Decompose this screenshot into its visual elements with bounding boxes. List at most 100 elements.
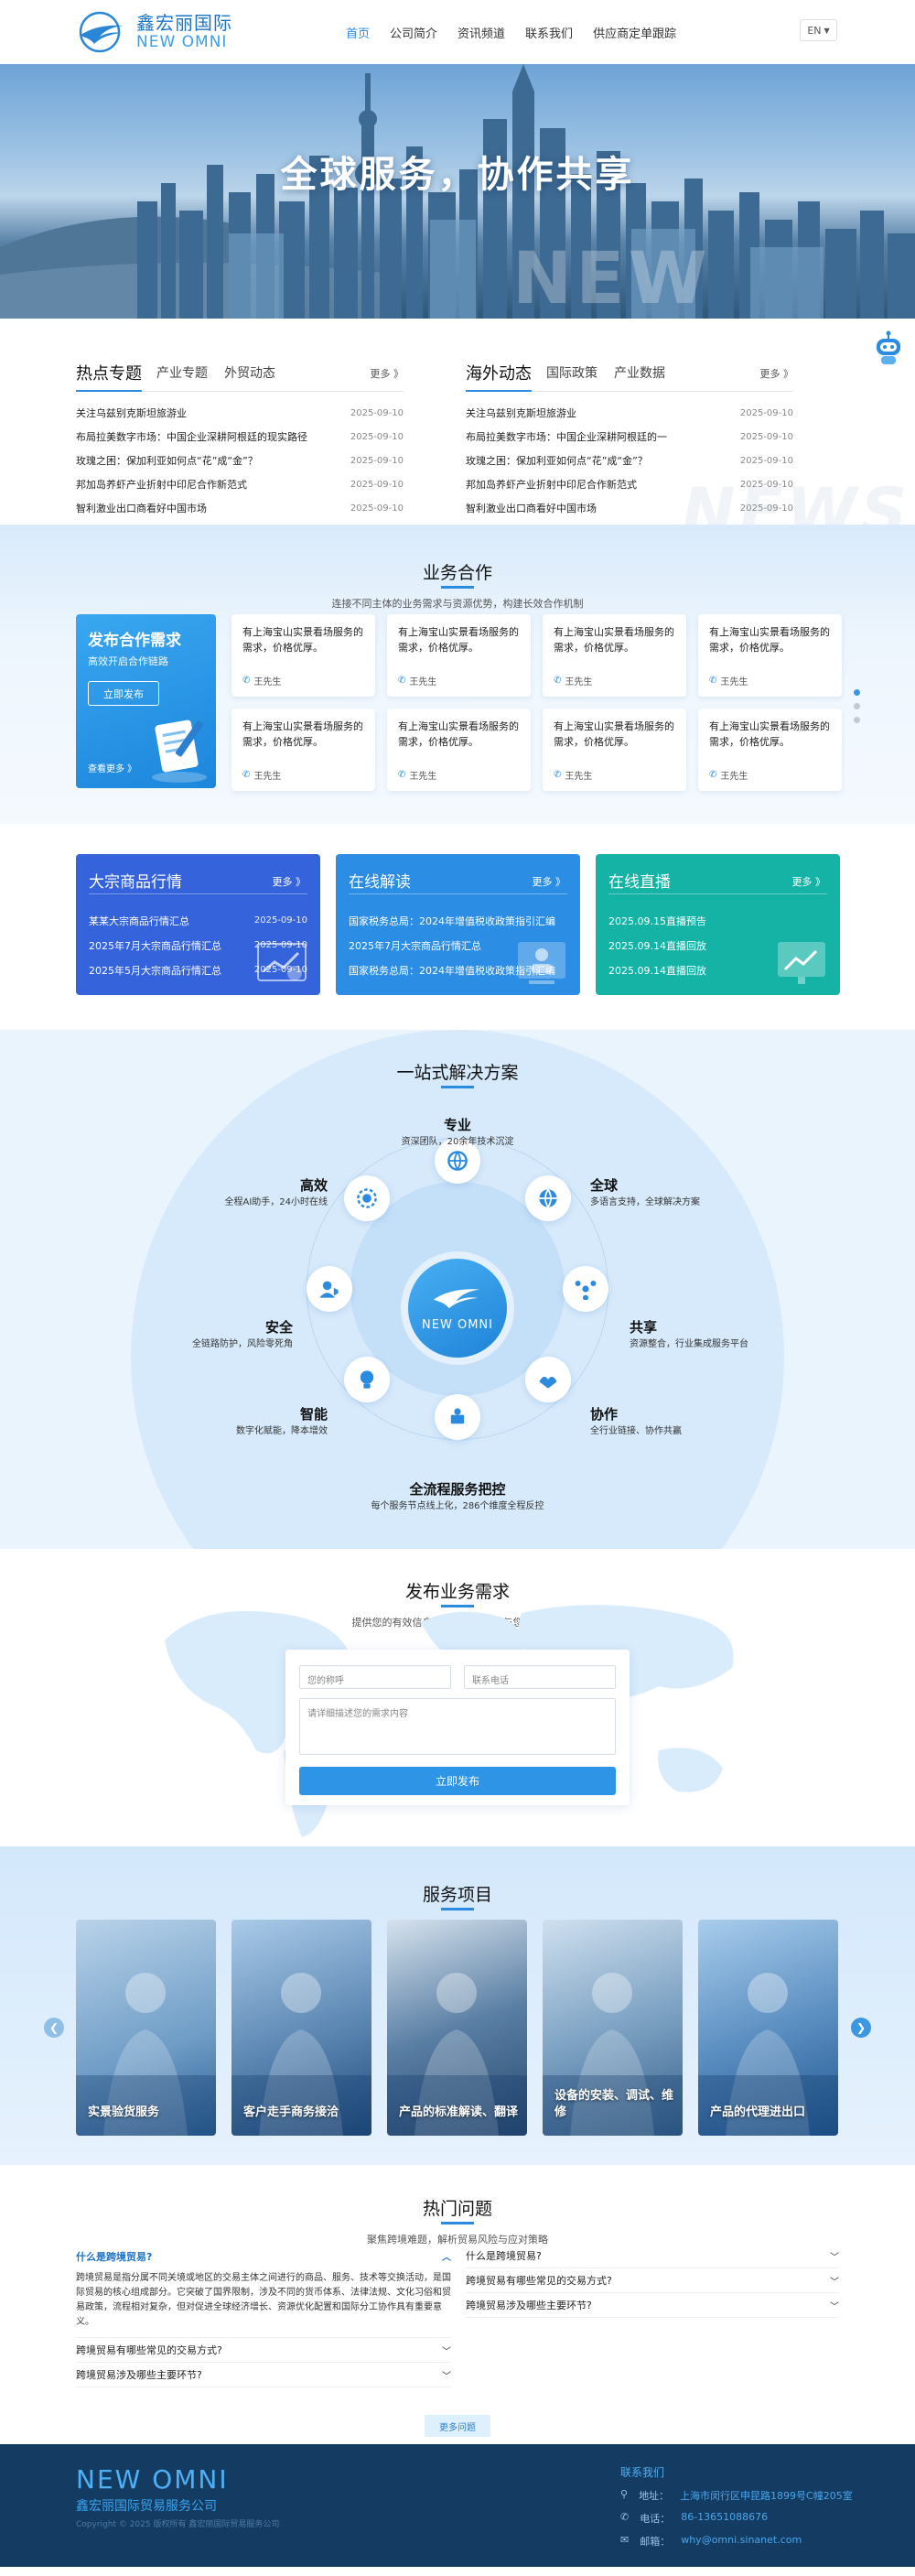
service-card[interactable]: 设备的安装、调试、维修 [543, 1920, 683, 2136]
faq-question[interactable]: 跨境贸易有哪些常见的交易方式?﹀ [466, 2268, 839, 2293]
robot-assistant-icon[interactable] [873, 330, 904, 366]
contact-name: 王先生 [409, 677, 437, 687]
demand-card[interactable]: 有上海宝山实景看场服务的需求，价格优厚。✆王先生 [543, 709, 686, 791]
next-arrow-icon[interactable]: ❯ [851, 2018, 871, 2038]
language-switch[interactable]: EN ▼ [800, 19, 837, 41]
market-item[interactable]: 2025.09.14直播回放 [608, 958, 827, 982]
tab-trade-news[interactable]: 外贸动态 [224, 366, 275, 381]
logo[interactable]: 鑫宏丽国际 NEW OMNI [76, 11, 232, 53]
language-label: EN [807, 24, 822, 37]
pager-dot[interactable] [854, 689, 860, 696]
solution-node[interactable] [344, 1175, 390, 1221]
solution-node[interactable] [524, 1175, 571, 1221]
demand-card-contact: ✆王先生 [398, 768, 436, 782]
nav-order-tracking[interactable]: 供应商定单跟踪 [593, 27, 677, 41]
description-textarea[interactable]: 请详细描述您的需求内容 [299, 1698, 616, 1755]
market-more-link[interactable]: 更多 》 [532, 876, 566, 888]
section-title: 业务合作 [0, 525, 915, 589]
name-input[interactable]: 您的称呼 [299, 1665, 451, 1689]
solution-label-title: 全球 [590, 1177, 619, 1194]
news-item[interactable]: 玫瑰之困：保加利亚如何点“花”成“金”？2025-09-10 [466, 449, 793, 472]
service-card[interactable]: 产品的代理进出口 [698, 1920, 838, 2136]
contact-name: 王先生 [565, 772, 593, 782]
faq-question[interactable]: 什么是跨境贸易?︿ [76, 2244, 451, 2268]
solution-node[interactable] [563, 1266, 608, 1312]
pager-dot[interactable] [854, 717, 860, 723]
tab-industry-data[interactable]: 产业数据 [614, 366, 665, 381]
news-left-more-link[interactable]: 更多 》 [370, 368, 404, 380]
faq-question-text: 什么是跨境贸易? [76, 2250, 153, 2263]
more-questions-button[interactable]: 更多问题 [425, 2415, 490, 2437]
tab-hot-topics[interactable]: 热点专题 [76, 361, 142, 392]
pager-dot[interactable] [854, 703, 860, 709]
demand-card[interactable]: 有上海宝山实景看场服务的需求，价格优厚。✆王先生 [231, 709, 375, 791]
service-card[interactable]: 产品的标准解读、翻译 [387, 1920, 527, 2136]
logo-mark-icon [79, 11, 124, 53]
nav-contact[interactable]: 联系我们 [525, 27, 574, 41]
demand-card[interactable]: 有上海宝山实景看场服务的需求，价格优厚。✆王先生 [698, 614, 842, 697]
news-right-more-link[interactable]: 更多 》 [759, 368, 794, 380]
faq-question[interactable]: 什么是跨境贸易?﹀ [466, 2244, 839, 2268]
tab-overseas-news[interactable]: 海外动态 [466, 361, 532, 392]
market-item[interactable]: 国家税务总局：2024年增值税收政策指引汇编 [349, 958, 567, 982]
news-item-title: 玫瑰之困：保加利亚如何点“花”成“金”？ [76, 455, 258, 467]
solution-node[interactable] [435, 1394, 480, 1440]
nav-home[interactable]: 首页 [346, 27, 371, 41]
service-card[interactable]: 客户走手商务接洽 [231, 1920, 371, 2136]
faq-question[interactable]: 跨境贸易涉及哪些主要环节?﹀ [466, 2293, 839, 2318]
solution-node[interactable] [344, 1356, 390, 1402]
publish-now-button[interactable]: 立即发布 [88, 681, 159, 706]
market-item-title: 2025年7月大宗商品行情汇总 [89, 939, 221, 952]
solution-node[interactable] [524, 1356, 571, 1402]
footer-email[interactable]: ✉邮箱：why@omni.sinanet.com [620, 2534, 802, 2548]
service-card-label: 实景验货服务 [88, 2105, 160, 2119]
demand-card-text: 有上海宝山实景看场服务的需求，价格优厚。 [242, 626, 363, 654]
demand-card[interactable]: 有上海宝山实景看场服务的需求，价格优厚。✆王先生 [231, 614, 375, 697]
solution-node[interactable] [435, 1138, 480, 1184]
service-card-label: 设备的安装、调试、维修 [554, 2089, 674, 2119]
demand-card[interactable]: 有上海宝山实景看场服务的需求，价格优厚。✆王先生 [387, 614, 531, 697]
faq-question[interactable]: 跨境贸易涉及哪些主要环节?﹀ [76, 2363, 451, 2387]
footer-brand-cn: 鑫宏丽国际贸易服务公司 [76, 2499, 217, 2514]
prev-arrow-icon[interactable]: ❮ [44, 2018, 64, 2038]
service-card[interactable]: 实景验货服务 [76, 1920, 216, 2136]
news-watermark: NEWS [682, 474, 911, 525]
solution-section: 一站式解决方案 从需求深度沟通、方案、物流、交付等，为您提供一站式定制解决方案 … [0, 1030, 915, 1549]
phone-input[interactable]: 联系电话 [464, 1665, 616, 1689]
market-item[interactable]: 2025年7月大宗商品行情汇总 [349, 933, 567, 958]
view-more-link[interactable]: 查看更多 》 [88, 764, 137, 774]
market-more-link[interactable]: 更多 》 [791, 876, 826, 888]
faq-question-text: 跨境贸易涉及哪些主要环节? [76, 2369, 202, 2381]
tab-industry-topics[interactable]: 产业专题 [156, 366, 208, 381]
location-icon: ⚲ [620, 2488, 629, 2500]
nav-about[interactable]: 公司简介 [390, 27, 438, 41]
solution-label: 全流程服务把控每个服务节点线上化，286个维度全程反控 [366, 1483, 549, 1513]
solution-node[interactable] [307, 1266, 352, 1312]
tab-intl-policy[interactable]: 国际政策 [546, 366, 597, 381]
market-item[interactable]: 2025.09.15直播预告 [608, 908, 827, 933]
faq-question[interactable]: 跨境贸易有哪些常见的交易方式?﹀ [76, 2338, 451, 2363]
news-item[interactable]: 玫瑰之困：保加利亚如何点“花”成“金”？2025-09-10 [76, 449, 404, 472]
demand-card[interactable]: 有上海宝山实景看场服务的需求，价格优厚。✆王先生 [698, 709, 842, 791]
market-item[interactable]: 2025.09.14直播回放 [608, 933, 827, 958]
demand-card[interactable]: 有上海宝山实景看场服务的需求，价格优厚。✆王先生 [387, 709, 531, 791]
market-item-title: 国家税务总局：2024年增值税收政策指引汇编 [349, 915, 555, 927]
chevron-down-icon: ﹀ [830, 2301, 839, 2312]
market-item[interactable]: 国家税务总局：2024年增值税收政策指引汇编 [349, 908, 567, 933]
demand-card[interactable]: 有上海宝山实景看场服务的需求，价格优厚。✆王先生 [543, 614, 686, 697]
nav-news[interactable]: 资讯频道 [458, 27, 506, 41]
market-more-link[interactable]: 更多 》 [272, 876, 307, 888]
submit-button[interactable]: 立即发布 [299, 1767, 616, 1795]
